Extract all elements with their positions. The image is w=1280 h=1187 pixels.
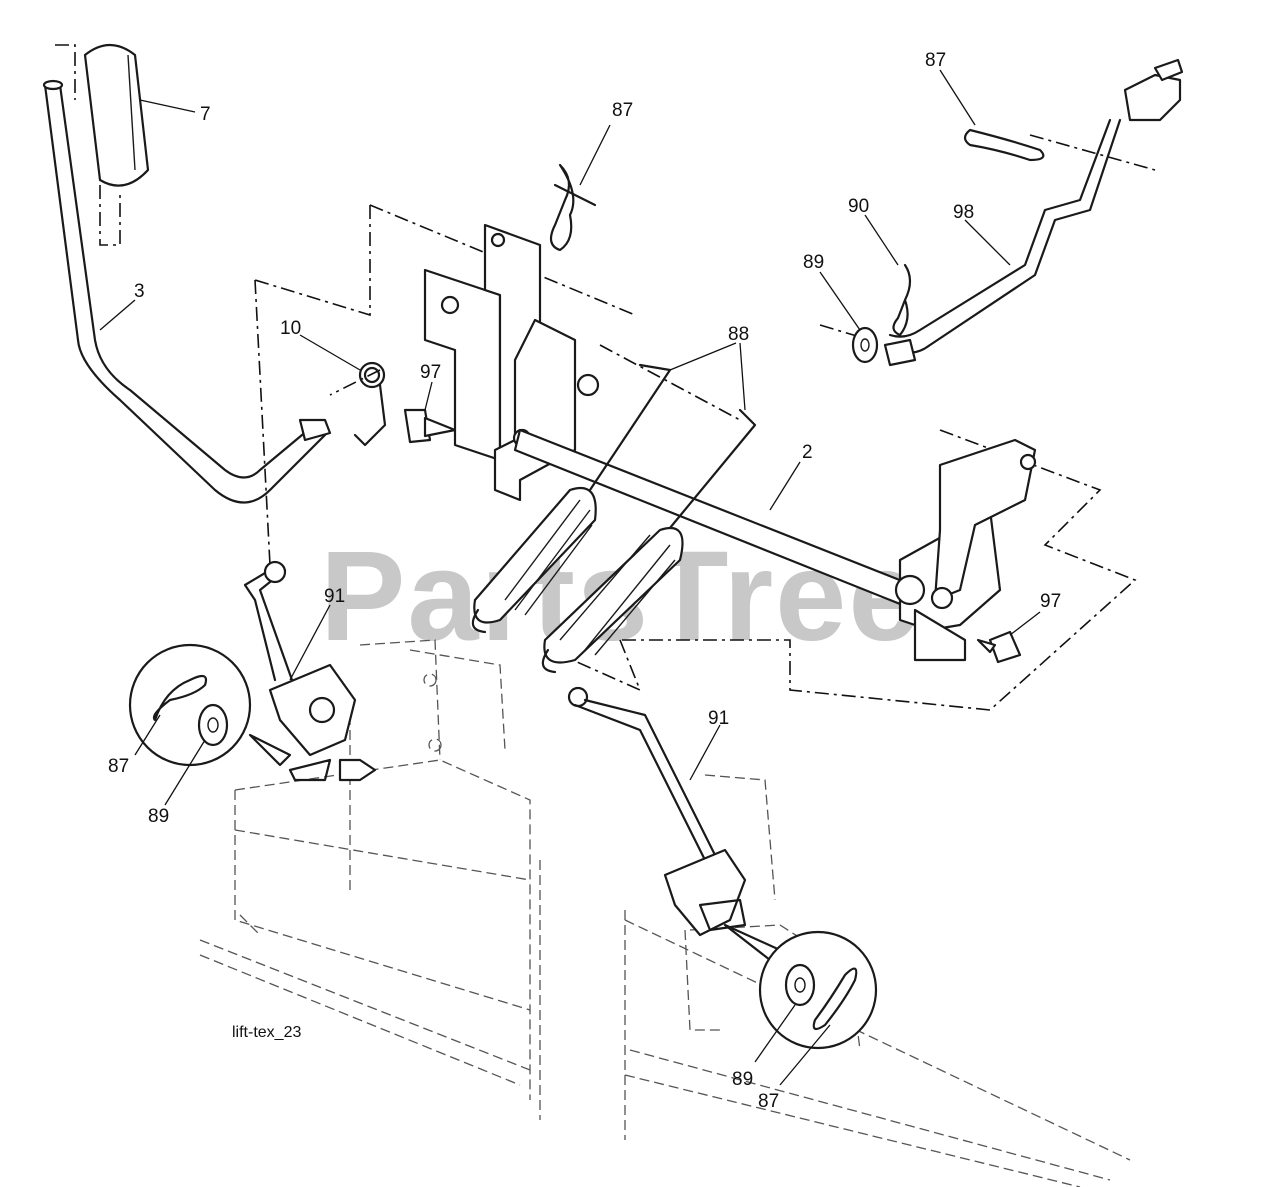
lift-bracket-part [423, 223, 600, 502]
callout-88: 88 [728, 324, 749, 345]
detail-circle-right [758, 930, 878, 1050]
callout-90: 90 [848, 196, 869, 217]
lift-link-right-part [567, 686, 782, 962]
callout-87-top-right: 87 [925, 50, 946, 71]
handle-grip-part [55, 43, 150, 246]
lift-shaft-part [513, 428, 1037, 662]
callout-87-right: 87 [758, 1091, 779, 1112]
callout-labels: 7 3 10 97 87 88 2 87 90 89 98 97 91 87 8… [108, 50, 1061, 1112]
callout-3: 3 [134, 281, 145, 302]
callout-89-right: 89 [732, 1069, 753, 1090]
mower-frame-phantom [199, 639, 1131, 1187]
callout-87-left: 87 [108, 756, 129, 777]
hair-pin-clip-top-part [549, 163, 597, 252]
callout-7: 7 [200, 104, 211, 125]
height-rod-part [851, 58, 1184, 367]
leader-lines [99, 69, 1041, 1086]
callout-2: 2 [802, 442, 813, 463]
torsion-spring-part [353, 361, 387, 447]
callout-98: 98 [953, 202, 974, 223]
callout-10: 10 [280, 318, 301, 339]
callout-97-left: 97 [420, 362, 441, 383]
assist-springs-part [471, 363, 757, 674]
lift-link-left-part [243, 560, 377, 782]
bolt-left-part [403, 408, 457, 444]
callout-89-left: 89 [148, 806, 169, 827]
callout-87-top-center: 87 [612, 100, 633, 121]
callout-97-right: 97 [1040, 591, 1061, 612]
callout-91-right: 91 [708, 708, 729, 729]
detail-circle-left [128, 643, 292, 767]
diagram-caption: lift-tex_23 [232, 1024, 301, 1041]
bolt-right-part [976, 630, 1022, 664]
callout-91-left: 91 [324, 586, 345, 607]
callout-89-top: 89 [803, 252, 824, 273]
lift-handle-rod-part [42, 79, 332, 504]
